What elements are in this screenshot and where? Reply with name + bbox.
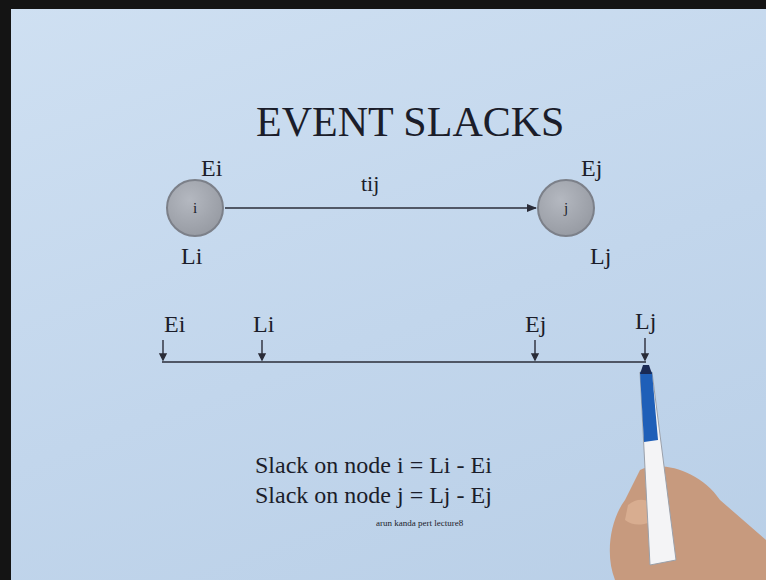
screen-frame	[0, 0, 766, 9]
slack-formula: Slack on node i = Li - Ei	[255, 452, 492, 478]
event-time: Lj	[590, 243, 611, 269]
screen-frame	[0, 0, 11, 580]
timeline-mark: Lj	[635, 308, 656, 334]
slide-title: EVENT SLACKS	[256, 99, 564, 145]
timeline-mark: Li	[253, 311, 274, 337]
timeline-mark: Ei	[164, 311, 185, 337]
node-number: i	[193, 201, 197, 216]
node-number: j	[564, 201, 568, 216]
watermark: arun kanda pert lecture8	[376, 519, 463, 529]
event-node: j	[537, 179, 595, 237]
event-time: Ej	[581, 155, 602, 181]
timeline	[160, 338, 648, 362]
event-time: Li	[181, 243, 202, 269]
timeline-mark: Ej	[525, 311, 546, 337]
event-node: i	[166, 179, 224, 237]
event-time: Ei	[201, 155, 222, 181]
activity-duration: tij	[361, 172, 379, 196]
activity-arrow	[225, 207, 536, 208]
hand-with-pen	[610, 365, 766, 580]
slack-formula: Slack on node j = Lj - Ej	[255, 482, 492, 508]
